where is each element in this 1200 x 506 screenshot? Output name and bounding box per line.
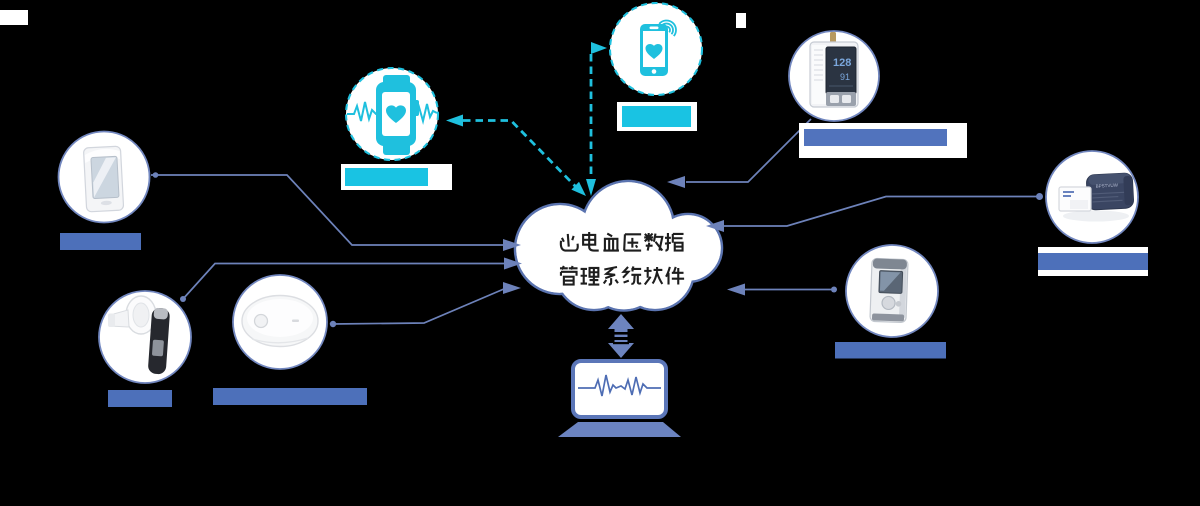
svg-text:BPSTVUW: BPSTVUW <box>1096 183 1119 189</box>
svg-text:91: 91 <box>840 72 850 82</box>
svg-text:128: 128 <box>833 57 851 69</box>
